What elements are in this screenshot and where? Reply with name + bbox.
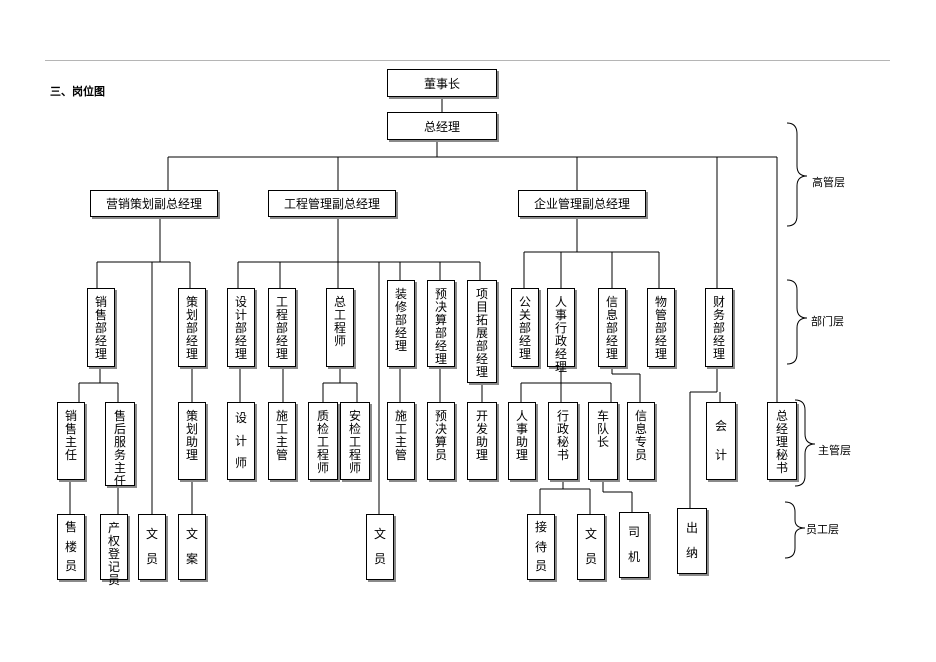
- node-property-registrar: 产权登记员: [100, 514, 128, 587]
- node-vp-marketing: 营销策划副总经理: [90, 190, 218, 217]
- node-driver: 司机: [619, 512, 649, 578]
- node-admin-clerk: 文员: [577, 514, 605, 580]
- node-finance-manager: 财务部经理: [705, 288, 733, 367]
- node-decoration-supervisor: 施工主管: [387, 402, 415, 480]
- node-receptionist: 接待员: [527, 514, 555, 580]
- node-vp-engineering: 工程管理副总经理: [268, 190, 396, 217]
- node-pr-manager: 公关部经理: [511, 288, 539, 367]
- node-marketing-clerk: 文员: [138, 514, 166, 580]
- node-hr-assistant: 人事助理: [508, 402, 536, 480]
- top-rule: [45, 60, 890, 61]
- node-development-assistant: 开发助理: [467, 402, 497, 480]
- node-it-manager: 信息部经理: [598, 288, 626, 367]
- node-aftersales-supervisor: 售后服务主任: [105, 402, 135, 488]
- node-chairman: 董事长: [387, 69, 497, 97]
- section-title: 三、岗位图: [50, 85, 105, 98]
- node-accountant: 会计: [706, 402, 736, 480]
- node-vp-enterprise: 企业管理副总经理: [518, 190, 646, 217]
- node-cashier: 出纳: [677, 508, 707, 574]
- node-chief-engineer: 总工程师: [326, 288, 354, 367]
- node-fleet-leader: 车队长: [588, 402, 618, 480]
- node-construction-supervisor: 施工主管: [268, 402, 296, 480]
- node-gm-secretary: 总经理秘书: [767, 402, 797, 480]
- level-label-staff: 员工层: [806, 523, 839, 536]
- level-label-supervisor: 主管层: [818, 444, 851, 457]
- node-admin-secretary: 行政秘书: [548, 402, 578, 480]
- level-label-department: 部门层: [811, 315, 844, 328]
- node-designer: 设计师: [227, 402, 255, 480]
- node-salesperson: 售楼员: [57, 514, 85, 580]
- node-budget-clerk: 预决算员: [427, 402, 455, 480]
- node-budget-manager: 预决算部经理: [427, 280, 455, 367]
- node-engineering-manager: 工程部经理: [268, 288, 296, 367]
- node-general-manager: 总经理: [387, 112, 497, 140]
- node-copywriter: 文案: [178, 514, 206, 580]
- node-sales-supervisor: 销售主任: [57, 402, 85, 480]
- node-qc-engineer: 质检工程师: [308, 402, 338, 480]
- level-label-senior: 高管层: [812, 176, 845, 189]
- node-expansion-manager: 项目拓展部经理: [467, 280, 497, 383]
- node-safety-engineer: 安检工程师: [340, 402, 370, 480]
- node-engineering-clerk: 文员: [366, 514, 394, 580]
- node-property-manager: 物管部经理: [647, 288, 675, 367]
- node-design-manager: 设计部经理: [227, 288, 255, 367]
- node-sales-manager: 销售部经理: [87, 288, 115, 367]
- node-decoration-manager: 装修部经理: [387, 280, 415, 367]
- node-it-specialist: 信息专员: [627, 402, 655, 480]
- node-planning-assistant: 策划助理: [178, 402, 206, 480]
- node-planning-manager: 策划部经理: [178, 288, 206, 367]
- node-admin-manager: 人事行政经理: [547, 288, 575, 374]
